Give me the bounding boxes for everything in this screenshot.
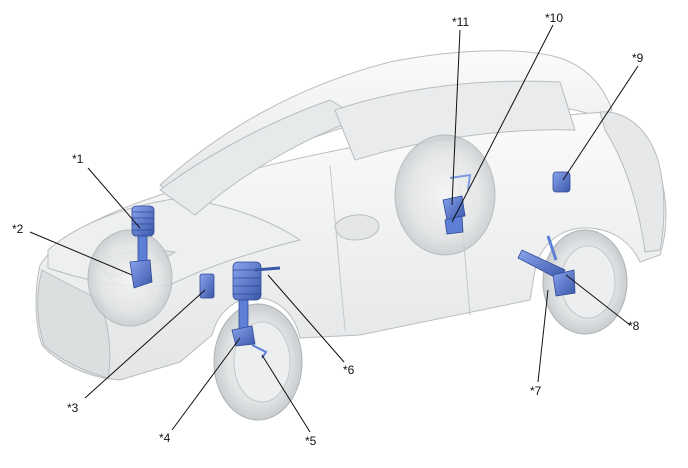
callout-label-1: *1 [72,152,84,166]
callout-label-11: *11 [452,15,469,29]
callout-label-8: *8 [628,319,640,333]
component-11-rear-right-sensor [442,173,472,221]
callout-label-10: *10 [545,11,563,25]
side-mirror [334,214,380,241]
side-window [334,80,576,161]
callout-label-9: *9 [632,51,644,65]
rear-right-wheel [394,134,496,256]
component-8-rear-left-knuckle [552,269,576,297]
components [129,171,576,359]
callout-label-3: *3 [67,401,79,415]
leader-lines [29,24,639,433]
component-2-front-right-knuckle [129,259,153,289]
front-right-wheel [87,229,173,327]
callout-label-2: *2 [12,222,24,236]
component-9-rear-module [552,171,571,193]
component-3-module [199,273,215,299]
component-10-rear-right-knuckle [444,215,464,235]
callout-label-7: *7 [530,384,542,398]
rear-panel [599,111,665,253]
body-side [35,111,667,381]
callout-label-5: *5 [305,434,317,448]
component-6-front-left-strut [232,261,281,301]
component-5-front-sensor [251,344,268,359]
callout-labels: *1 *2 *3 *4 *5 *6 *7 *8 *9 *10 *11 [12,11,644,448]
callout-label-6: *6 [343,363,355,377]
callout-label-4: *4 [159,431,171,445]
